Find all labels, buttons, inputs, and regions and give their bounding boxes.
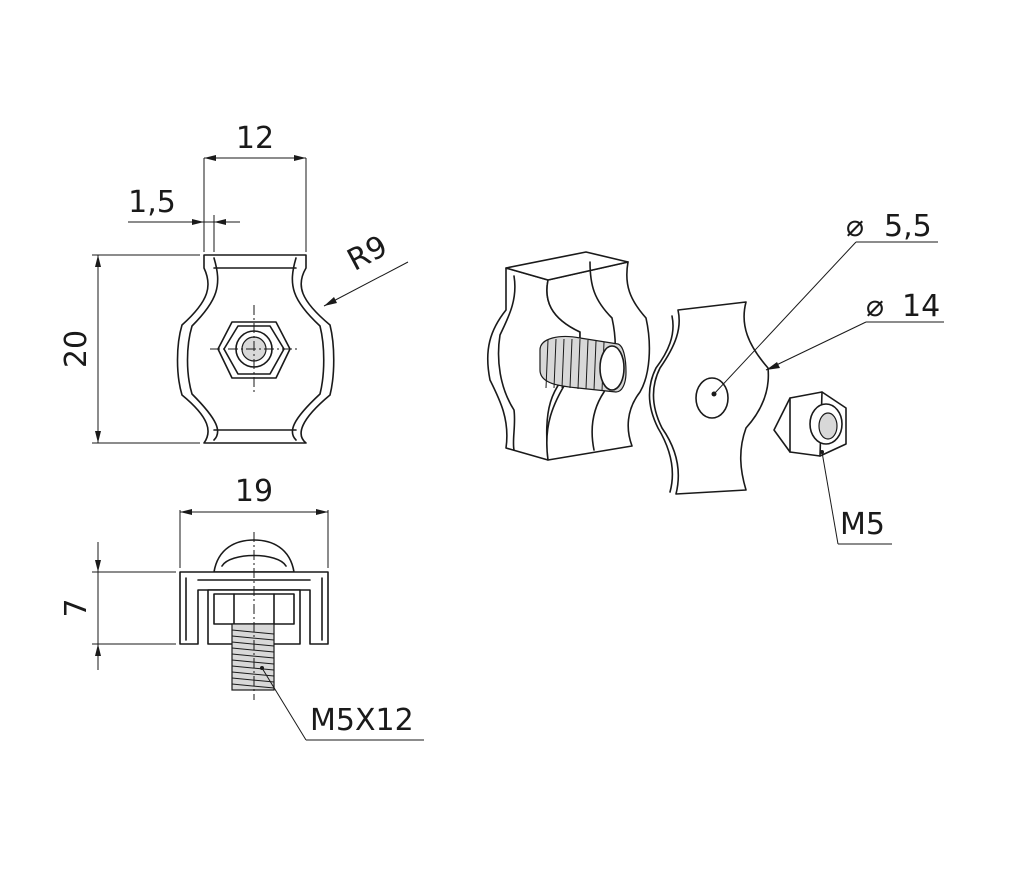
callout-bolt: M5X12 (260, 666, 424, 741)
callout-nut-label: M5 (840, 507, 885, 542)
callout-hole-diameter: ⌀ 5,5 (711, 209, 938, 397)
dim-top-width: 12 (203, 121, 307, 252)
dim-height: 20 (59, 254, 200, 444)
plate-side-edge (648, 315, 674, 493)
side-view (179, 532, 329, 700)
dia-symbol-2: ⌀ (866, 289, 884, 324)
bolt-iso-end (599, 345, 625, 391)
dim-height-label: 20 (59, 330, 94, 368)
dim-base-width-label: 19 (235, 474, 273, 509)
dim-radius: R9 (323, 229, 409, 307)
callout-outer-diameter: ⌀ 14 (765, 289, 944, 371)
right-plate-edge (291, 257, 325, 441)
callout-bolt-label: M5X12 (310, 703, 414, 738)
callout-nut: M5 (820, 450, 892, 545)
dim-base-height: 7 (59, 542, 176, 670)
clamp-outer-edge (497, 275, 516, 451)
callout-outer-diameter-label: 14 (902, 289, 940, 324)
clamp-top-flange (505, 251, 629, 281)
front-view (176, 254, 335, 444)
dim-plate-thickness-label: 1,5 (128, 185, 176, 220)
dim-plate-thickness: 1,5 (128, 185, 240, 252)
exploded-view (486, 251, 847, 495)
dim-radius-label: R9 (342, 229, 394, 279)
nut-iso-bore-inner (818, 412, 838, 440)
callout-hole-diameter-label: 5,5 (884, 209, 932, 244)
thread-lines (231, 629, 275, 689)
dim-base-height-label: 7 (59, 598, 94, 617)
dia-symbol-1: ⌀ (846, 209, 864, 244)
dim-base-width: 19 (179, 474, 329, 568)
left-plate-edge (186, 257, 219, 441)
dim-top-width-label: 12 (236, 121, 274, 156)
